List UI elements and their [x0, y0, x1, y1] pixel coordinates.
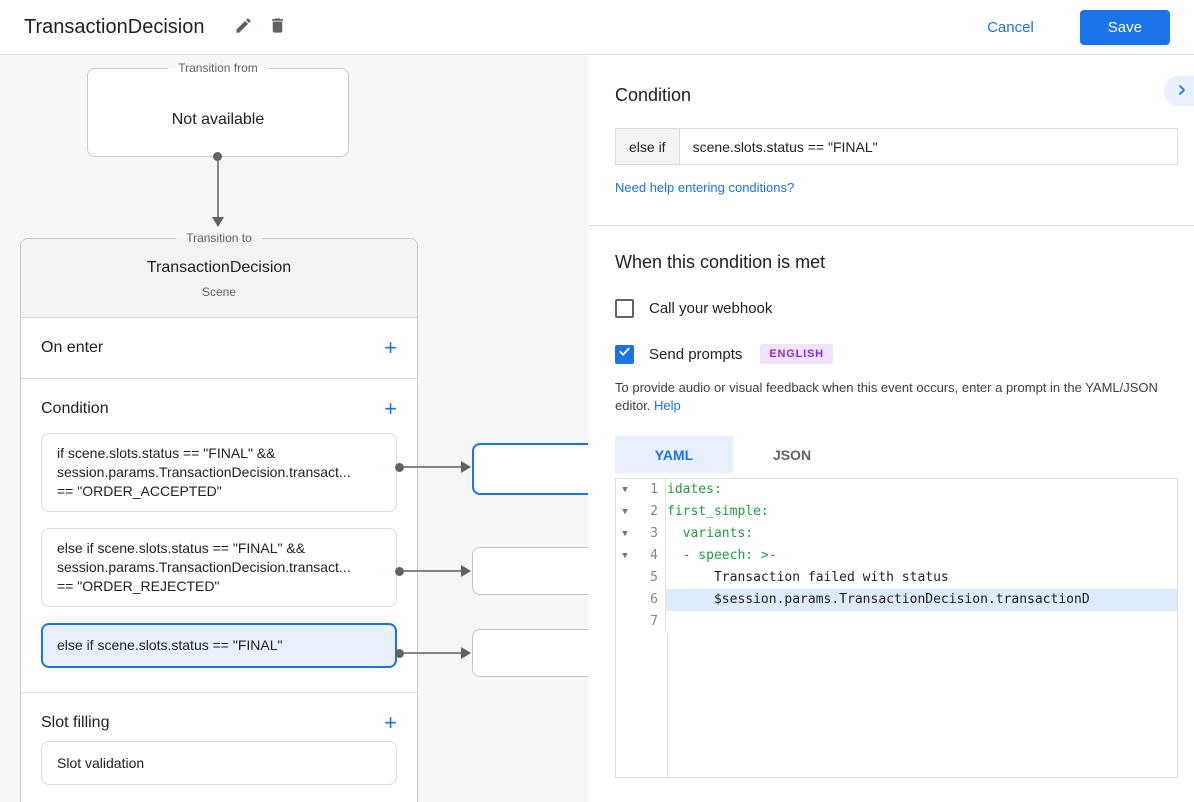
transition-to-legend: Transition to — [176, 231, 262, 245]
send-prompts-checkbox[interactable] — [615, 344, 634, 364]
condition-item-3-selected[interactable]: else if scene.slots.status == "FINAL" — [41, 623, 397, 668]
code-text: - speech: >- — [667, 548, 777, 563]
delete-button[interactable] — [260, 10, 294, 44]
connector-line — [217, 161, 219, 217]
condition-section: Condition + — [21, 379, 417, 433]
connector-line — [404, 466, 462, 468]
transition-from-legend: Transition from — [168, 61, 268, 75]
code-line: ▼ 3 variants: — [616, 523, 1177, 545]
code-text: first_simple: — [667, 504, 769, 519]
on-enter-section: On enter + — [21, 318, 417, 378]
condition-label: Condition — [41, 400, 109, 417]
line-number: 2 — [650, 504, 658, 519]
main-area: Transition from Not available Transition… — [0, 55, 1194, 802]
fold-arrow-icon[interactable]: ▼ — [622, 485, 628, 495]
code-text: Transaction failed with status — [667, 570, 949, 585]
prompt-description-text: To provide audio or visual feedback when… — [615, 380, 1158, 413]
target-node[interactable] — [472, 629, 588, 677]
connector-dot — [213, 152, 222, 161]
line-number: 7 — [650, 614, 658, 629]
edit-button[interactable] — [226, 10, 260, 44]
connector-arrowhead-icon — [461, 647, 471, 659]
tab-json[interactable]: JSON — [733, 436, 851, 473]
condition-expression-input[interactable] — [678, 128, 1178, 165]
slot-filling-label: Slot filling — [41, 714, 110, 731]
condition-item-2[interactable]: else if scene.slots.status == "FINAL" &&… — [41, 528, 397, 607]
on-enter-label: On enter — [41, 339, 104, 356]
save-button[interactable]: Save — [1079, 9, 1170, 45]
condition-item-1[interactable]: if scene.slots.status == "FINAL" && sess… — [41, 433, 397, 512]
else-if-prefix: else if — [615, 128, 679, 165]
connector-dot — [395, 567, 404, 576]
connector-arrowhead-icon — [212, 217, 224, 227]
scene-header[interactable]: TransactionDecision Scene — [21, 239, 417, 318]
condition-editor-section: Condition else if Need help entering con… — [588, 55, 1194, 226]
target-node-selected[interactable] — [472, 443, 588, 495]
condition-detail-panel: Condition else if Need help entering con… — [588, 55, 1194, 802]
code-line: ▼ 4 - speech: >- — [616, 545, 1177, 567]
page-title: TransactionDecision — [24, 15, 205, 38]
condition-heading: Condition — [615, 85, 692, 105]
line-number: 4 — [650, 548, 658, 563]
yaml-code-editor[interactable]: ▼ 1 idates: ▼ 2 first_simple: ▼ 3 variants:… — [615, 478, 1178, 778]
scene-title: TransactionDecision — [146, 259, 292, 276]
checkmark-icon — [618, 345, 631, 363]
code-line: ▼5 Transaction failed with status — [616, 567, 1177, 589]
add-on-enter-button[interactable]: + — [384, 335, 397, 360]
add-condition-button[interactable]: + — [384, 396, 397, 421]
top-bar: TransactionDecision Cancel Save — [0, 0, 1194, 55]
slot-filling-section: Slot filling + — [21, 693, 417, 741]
code-line: ▼ 1 idates: — [616, 479, 1177, 501]
target-node[interactable] — [472, 547, 588, 595]
fold-arrow-icon[interactable]: ▼ — [622, 507, 628, 517]
webhook-label: Call your webhook — [649, 300, 773, 317]
editor-tabs: YAML JSON — [615, 436, 1178, 473]
send-prompts-label: Send prompts — [649, 345, 743, 363]
line-number: 1 — [650, 482, 658, 497]
code-line-highlighted: ▼6 $session.params.TransactionDecision.t… — [616, 589, 1177, 611]
code-text: variants: — [667, 526, 754, 541]
trash-icon — [268, 16, 287, 38]
connector-dot — [395, 463, 404, 472]
code-line: ▼7 — [616, 611, 1177, 633]
transition-from-value: Not available — [171, 111, 265, 128]
code-line: ▼ 2 first_simple: — [616, 501, 1177, 523]
line-number: 5 — [650, 570, 658, 585]
connector-arrowhead-icon — [461, 565, 471, 577]
flow-canvas: Transition from Not available Transition… — [0, 55, 588, 802]
send-prompts-row: Send prompts ENGLISH — [615, 344, 1178, 364]
language-badge: ENGLISH — [760, 344, 833, 364]
webhook-row: Call your webhook — [615, 299, 1178, 318]
condition-help-link[interactable]: Need help entering conditions? — [615, 180, 795, 195]
when-met-section: When this condition is met Call your web… — [588, 226, 1194, 778]
connector-dot — [395, 649, 404, 658]
tab-yaml[interactable]: YAML — [615, 436, 733, 473]
cancel-button[interactable]: Cancel — [969, 11, 1052, 44]
collapse-panel-button[interactable] — [1164, 76, 1194, 106]
editor-empty-area — [616, 633, 1177, 777]
transition-to-card: Transition to TransactionDecision Scene … — [20, 231, 418, 802]
webhook-checkbox[interactable] — [615, 299, 634, 318]
slot-validation-item[interactable]: Slot validation — [41, 741, 397, 785]
code-text: idates: — [667, 482, 722, 497]
help-link[interactable]: Help — [654, 398, 681, 413]
transition-from-node: Transition from Not available — [87, 61, 349, 157]
prompt-description: To provide audio or visual feedback when… — [615, 379, 1178, 415]
connector-line — [404, 652, 462, 654]
fold-arrow-icon[interactable]: ▼ — [622, 529, 628, 539]
code-text: $session.params.TransactionDecision.tran… — [666, 589, 1177, 611]
chevron-right-icon — [1176, 84, 1188, 99]
line-number: 6 — [650, 592, 658, 607]
scene-subtitle: Scene — [201, 285, 237, 299]
connector-line — [404, 570, 462, 572]
when-met-heading: When this condition is met — [615, 252, 826, 272]
pencil-icon — [234, 16, 253, 38]
line-number: 3 — [650, 526, 658, 541]
code-text — [666, 611, 1177, 633]
connector-arrowhead-icon — [461, 461, 471, 473]
fold-arrow-icon[interactable]: ▼ — [622, 551, 628, 561]
add-slot-button[interactable]: + — [384, 710, 397, 735]
